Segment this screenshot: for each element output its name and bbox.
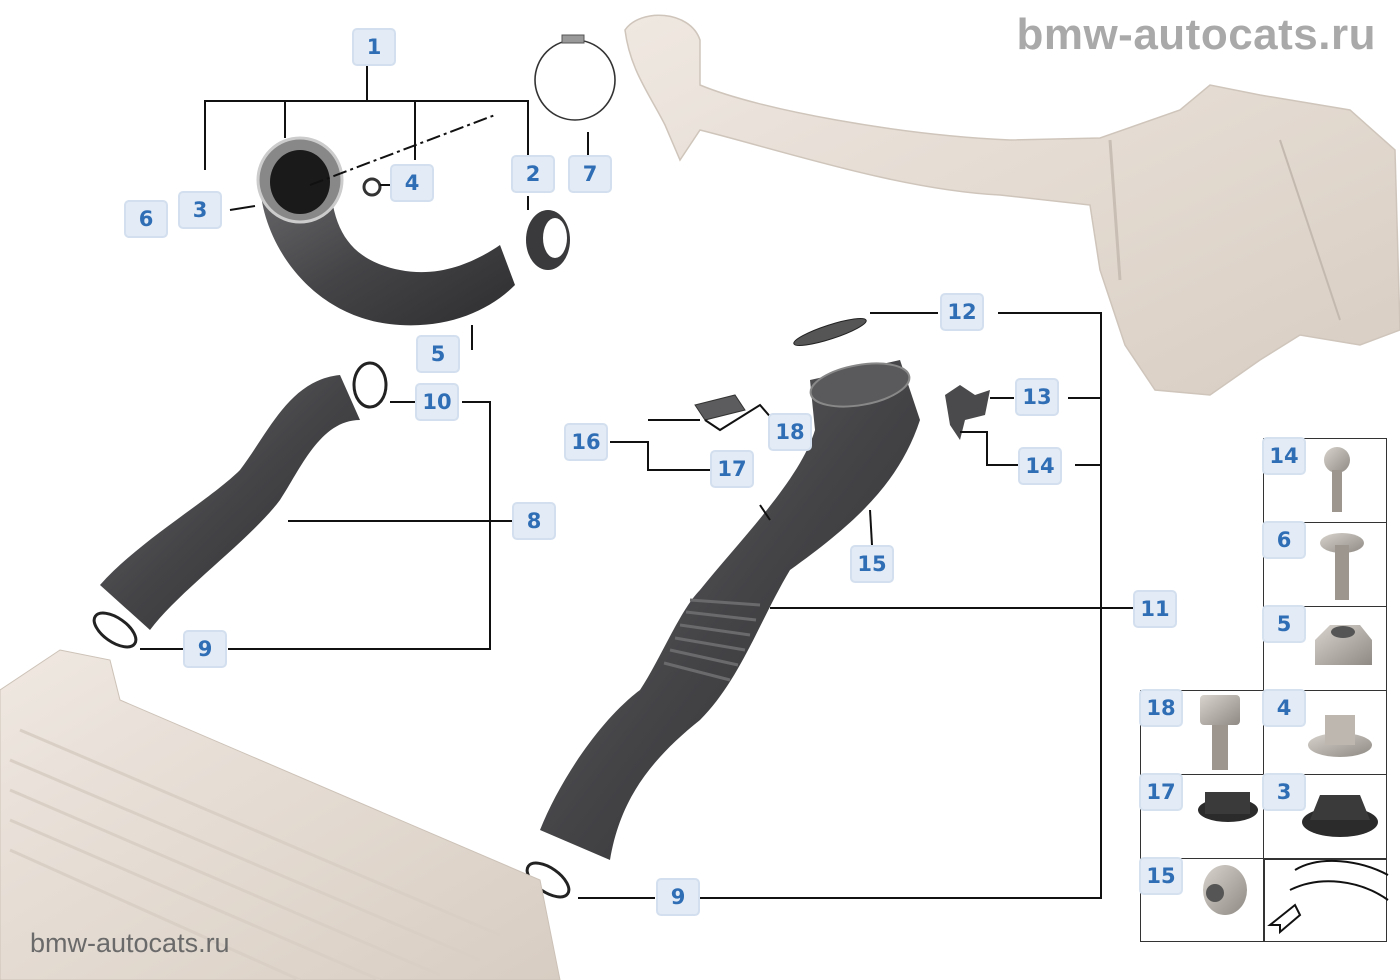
legend-num: 17	[1139, 773, 1183, 811]
callout-17[interactable]: 17	[710, 450, 754, 488]
intake-air-duct	[624, 14, 1400, 396]
watermark-top: bmw-autocats.ru	[1016, 10, 1376, 59]
legend-cell-14[interactable]: 14	[1262, 437, 1387, 524]
legend-cell-5[interactable]: 5	[1262, 605, 1387, 692]
callout-18[interactable]: 18	[768, 413, 812, 451]
hose-clamp	[534, 39, 616, 121]
legend-cell-18[interactable]: 18	[1139, 689, 1265, 776]
callout-9-lower[interactable]: 9	[656, 878, 700, 916]
legend-num: 14	[1262, 437, 1306, 475]
callout-4[interactable]: 4	[390, 164, 434, 202]
watermark-bottom: bmw-autocats.ru	[30, 928, 230, 958]
callout-13[interactable]: 13	[1015, 378, 1059, 416]
charge-air-pipe-lower	[540, 360, 920, 860]
callout-14[interactable]: 14	[1018, 447, 1062, 485]
charge-air-pipe-upper	[256, 136, 515, 326]
legend-cell-6[interactable]: 6	[1262, 521, 1387, 608]
o-ring	[352, 361, 388, 409]
leader-lines	[140, 66, 1133, 899]
callout-10[interactable]: 10	[415, 383, 459, 421]
legend-cell-vehicle[interactable]	[1263, 858, 1387, 942]
legend-cell-3[interactable]: 3	[1262, 773, 1387, 860]
callout-1[interactable]: 1	[352, 28, 396, 66]
callout-7[interactable]: 7	[568, 155, 612, 193]
callout-5[interactable]: 5	[416, 335, 460, 373]
callout-15[interactable]: 15	[850, 545, 894, 583]
legend-num: 3	[1262, 773, 1306, 811]
legend-num: 6	[1262, 521, 1306, 559]
legend-num: 4	[1262, 689, 1306, 727]
callout-8[interactable]: 8	[512, 502, 556, 540]
callout-3[interactable]: 3	[178, 191, 222, 229]
callout-12[interactable]: 12	[940, 293, 984, 331]
legend-cell-17[interactable]: 17	[1139, 773, 1265, 860]
legend-num: 18	[1139, 689, 1183, 727]
legend-cell-4[interactable]: 4	[1262, 689, 1387, 776]
callout-16[interactable]: 16	[564, 423, 608, 461]
gasket-top	[793, 318, 867, 346]
sensor-bracket	[945, 385, 990, 440]
gasket-ring	[92, 611, 138, 649]
legend-num: 5	[1262, 605, 1306, 643]
intercooler	[0, 649, 561, 980]
callout-6[interactable]: 6	[124, 200, 168, 238]
clip-bracket	[694, 394, 746, 421]
legend-num: 15	[1139, 857, 1183, 895]
legend-cell-15[interactable]: 15	[1139, 857, 1265, 942]
charge-air-pipe-middle	[100, 375, 360, 630]
callout-9-upper[interactable]: 9	[183, 630, 227, 668]
seal-ring	[526, 210, 570, 270]
callout-2[interactable]: 2	[511, 155, 555, 193]
callout-11[interactable]: 11	[1133, 590, 1177, 628]
